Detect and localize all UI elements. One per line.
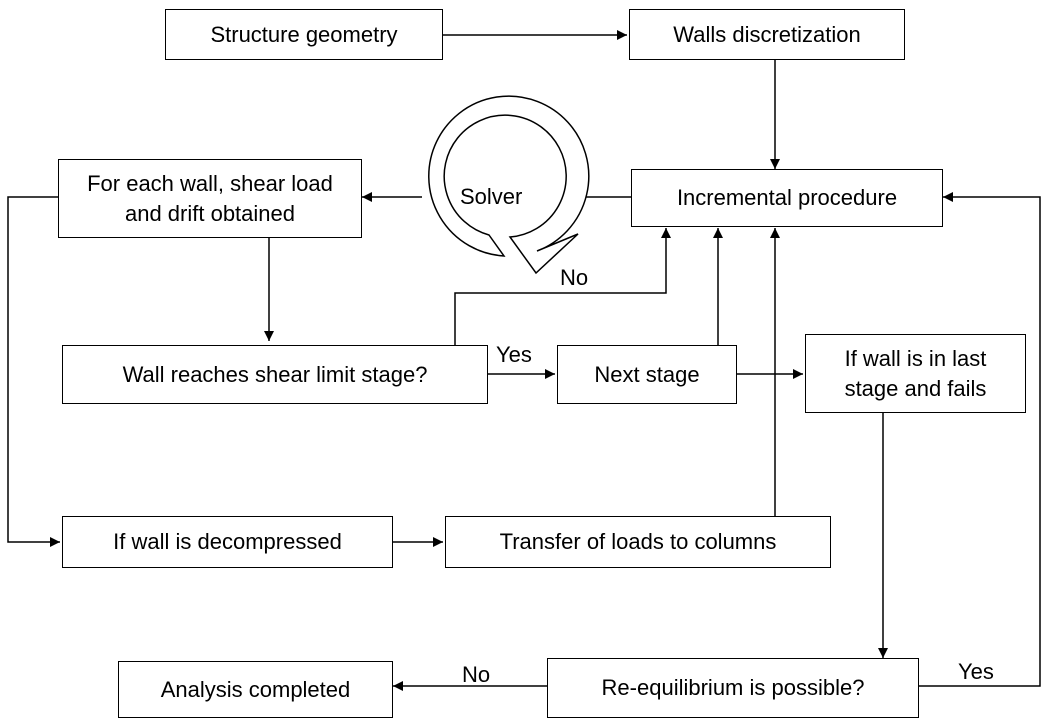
node-structure-geometry: Structure geometry: [165, 9, 443, 60]
node-transfer-loads: Transfer of loads to columns: [445, 516, 831, 568]
node-re-equilibrium: Re-equilibrium is possible?: [547, 658, 919, 718]
node-for-each-wall: For each wall, shear load and drift obta…: [58, 159, 362, 238]
edge-label-no-incremental: No: [560, 265, 589, 290]
solver-label: Solver: [460, 184, 523, 209]
solver-icon: [428, 95, 590, 275]
node-walls-discretization: Walls discretization: [629, 9, 905, 60]
edge-label-yes-next-stage: Yes: [496, 342, 532, 367]
node-analysis-completed: Analysis completed: [118, 661, 393, 718]
node-next-stage: Next stage: [557, 345, 737, 404]
node-wall-reaches-limit: Wall reaches shear limit stage?: [62, 345, 488, 404]
edge-for-each-wall-to-decompressed: [7, 196, 60, 547]
node-incremental-procedure: Incremental procedure: [631, 169, 943, 227]
edge-label-yes-incremental: Yes: [958, 659, 994, 684]
edge-re-equilibrium-yes-to-incremental: [919, 192, 1041, 687]
node-last-stage-fails: If wall is in last stage and fails: [805, 334, 1026, 413]
node-wall-decompressed: If wall is decompressed: [62, 516, 393, 568]
edge-limit-no-to-incremental: [454, 228, 671, 345]
edge-label-no-completed: No: [462, 662, 491, 687]
